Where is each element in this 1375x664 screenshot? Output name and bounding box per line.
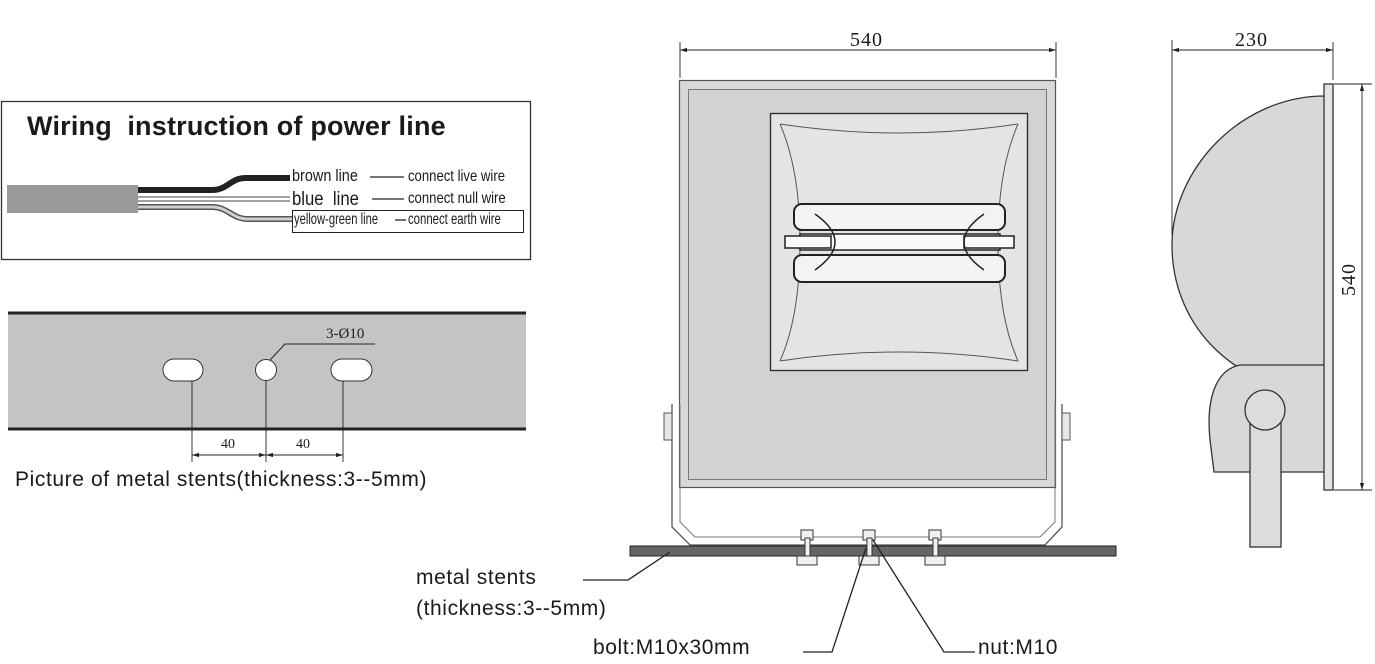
- slot-hole-left: [162, 358, 204, 382]
- wire-blue-name: blue line: [292, 189, 359, 210]
- brown-wire: [138, 175, 290, 193]
- wire-blue-connection: connect null wire: [408, 190, 506, 207]
- front-width-dimension: 540: [850, 29, 883, 51]
- bolt-center: [858, 529, 880, 566]
- metal-stent-picture: [8, 311, 526, 462]
- wiring-title: Wiring instruction of power line: [27, 111, 446, 141]
- spacing-dim-left: 40: [221, 437, 235, 452]
- wire-brown-connection: connect live wire: [408, 168, 505, 185]
- callout-bolt: bolt:M10x30mm: [593, 636, 751, 659]
- wire-yellow-green-connection: connect earth wire: [408, 211, 501, 228]
- cable-sheath: [7, 185, 138, 213]
- slot-hole-right: [330, 358, 373, 382]
- stent-caption: Picture of metal stents(thickness:3--5mm…: [15, 468, 428, 491]
- lamp-tube: [784, 203, 1015, 283]
- wiring-instruction-panel: [0, 100, 532, 261]
- callout-metal-stents: metal stents: [416, 566, 537, 589]
- wire-yellow-green-name: yellow-green line: [294, 211, 379, 228]
- spacing-dim-right: 40: [296, 437, 310, 452]
- side-depth-dimension: 230: [1235, 29, 1268, 51]
- yellow-green-wire: [138, 205, 292, 221]
- lamp-front-view: [583, 42, 1117, 653]
- hole-label: 3-Ø10: [326, 326, 365, 342]
- side-height-dimension: 540: [1338, 263, 1360, 296]
- lamp-side-view: [1171, 40, 1372, 548]
- bolt-left: [796, 529, 818, 566]
- callout-nut: nut:M10: [978, 636, 1059, 659]
- wire-brown-name: brown line: [292, 166, 358, 185]
- callout-metal-stents-thickness: (thickness:3--5mm): [416, 597, 607, 620]
- round-hole: [255, 359, 277, 381]
- bolt-right: [924, 529, 946, 566]
- metal-stent-bar: [629, 545, 1117, 557]
